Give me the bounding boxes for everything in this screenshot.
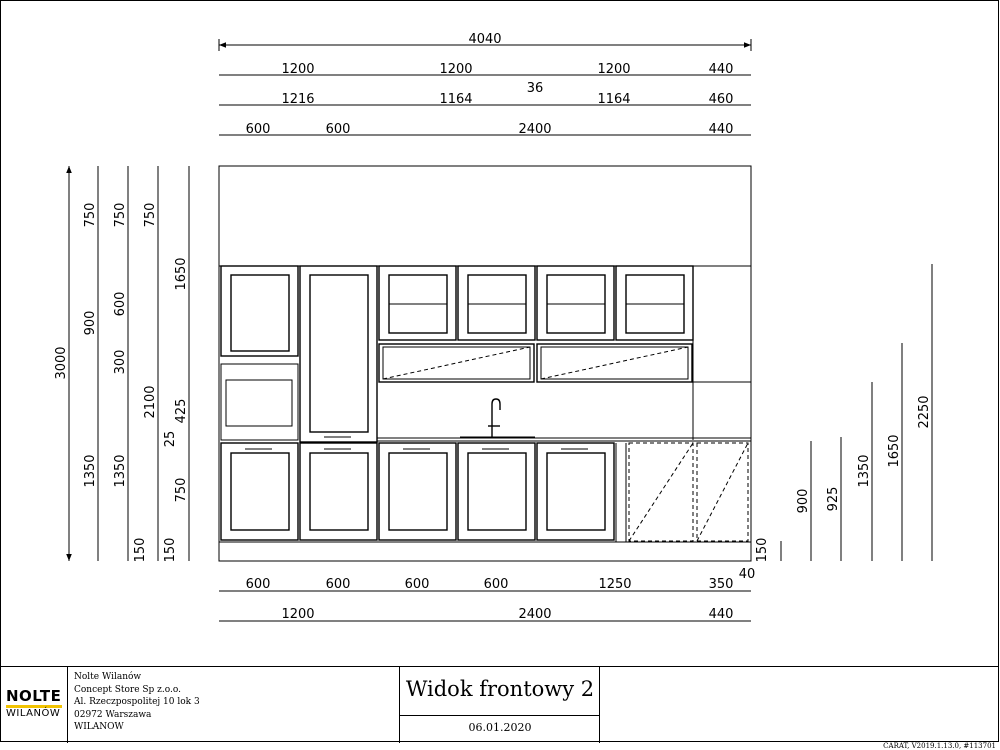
dim-right-b: 900 [796, 489, 811, 514]
dim-right-c: 925 [826, 487, 841, 512]
title-block: NOLTE WILANÓW Nolte Wilanów Concept Stor… [0, 666, 999, 743]
address-line: 02972 Warszawa [74, 709, 152, 720]
logo-subtitle: WILANÓW [6, 708, 61, 719]
bottom-dimensions: 600 600 600 600 1250 350 40 1200 2400 44… [219, 567, 755, 622]
dim-left2-b: 900 [83, 311, 98, 336]
dim-left3-e: 150 [133, 538, 148, 563]
dim-bottom1-d: 600 [484, 577, 509, 592]
dim-bottom-gap: 40 [739, 567, 756, 582]
address-line: WILANOW [74, 722, 124, 732]
dim-left3-b: 600 [113, 292, 128, 317]
dim-left5-c: 25 [163, 431, 178, 448]
title-divider [400, 715, 600, 716]
drawing-title: Widok frontowy 2 [405, 677, 595, 701]
dim-left4-c: 150 [163, 538, 178, 563]
dim-bottom1-b: 600 [326, 577, 351, 592]
top-dimensions: 4040 1200 1200 1200 440 1216 1164 36 116… [218, 32, 752, 137]
address-line: Al. Rzeczpospolitej 10 lok 3 [74, 697, 200, 707]
nolte-logo: NOLTE [6, 687, 62, 705]
drawing-title-cell: Widok frontowy 2 06.01.2020 [400, 667, 600, 743]
dim-right-f: 2250 [917, 395, 932, 428]
dim-row3-c: 2400 [518, 122, 551, 137]
logo-cell: NOLTE WILANÓW [0, 667, 68, 743]
dim-row3-b: 600 [326, 122, 351, 137]
dim-row2-gap: 36 [527, 81, 544, 96]
address-line: Concept Store Sp z.o.o. [74, 684, 182, 695]
drawing-date: 06.01.2020 [468, 721, 532, 734]
dim-left4-b: 2100 [143, 385, 158, 418]
software-version: CARAT, V2019.1.13.0, #113701 [883, 742, 996, 750]
dim-bottom1-c: 600 [405, 577, 430, 592]
dim-bottom2-c: 440 [709, 607, 734, 622]
dim-right-a: 150 [755, 538, 770, 563]
dim-right-d: 1350 [857, 454, 872, 487]
dim-bottom2-a: 1200 [281, 607, 314, 622]
logo-accent-bar [6, 705, 62, 708]
address-line: Nolte Wilanów [74, 672, 142, 682]
dim-right-e: 1650 [887, 434, 902, 467]
address-cell: Nolte Wilanów Concept Store Sp z.o.o. Al… [68, 667, 400, 743]
dim-left3-d: 1350 [113, 454, 128, 487]
dim-left2-a: 750 [83, 203, 98, 228]
dim-top-total: 4040 [468, 32, 501, 47]
company-address: Nolte Wilanów Concept Store Sp z.o.o. Al… [74, 671, 200, 734]
dim-left3-a: 750 [113, 203, 128, 228]
dim-row1-d: 440 [709, 62, 734, 77]
dim-row2-c: 1164 [597, 92, 630, 107]
right-dimensions: 150 900 925 1350 1650 2250 [755, 264, 933, 563]
dim-bottom1-f: 350 [709, 577, 734, 592]
dim-row2-d: 460 [709, 92, 734, 107]
dim-left3-c: 300 [113, 350, 128, 375]
dim-row1-a: 1200 [281, 62, 314, 77]
dim-row3-a: 600 [246, 122, 271, 137]
dim-row2-b: 1164 [439, 92, 472, 107]
dim-row2-a: 1216 [281, 92, 314, 107]
dim-left2-c: 1350 [83, 454, 98, 487]
kitchen-units [218, 165, 752, 562]
dim-left5-b: 425 [174, 399, 189, 424]
dim-left5-d: 750 [174, 478, 189, 503]
kitchen-front-elevation: 4040 1200 1200 1200 440 1216 1164 36 116… [54, 32, 933, 622]
dim-bottom1-e: 1250 [598, 577, 631, 592]
dim-row3-d: 440 [709, 122, 734, 137]
dim-row1-b: 1200 [439, 62, 472, 77]
left-dimensions: 3000 750 900 1350 750 600 300 1350 150 7… [54, 166, 190, 563]
dim-left5-a: 1650 [174, 257, 189, 290]
dim-left1-a: 3000 [54, 346, 69, 379]
dim-bottom2-b: 2400 [518, 607, 551, 622]
dim-bottom1-a: 600 [246, 577, 271, 592]
dim-row1-c: 1200 [597, 62, 630, 77]
dim-left4-a: 750 [143, 203, 158, 228]
